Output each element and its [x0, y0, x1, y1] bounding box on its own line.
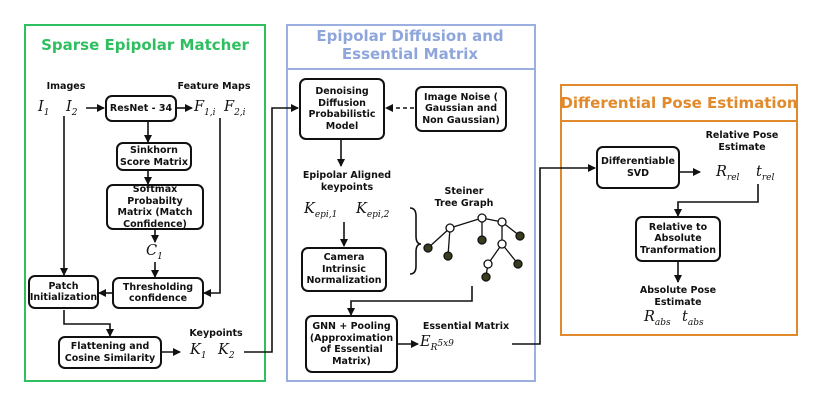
- keypoints-label: Keypoints: [189, 328, 243, 339]
- keypoints-k1: K1: [190, 342, 207, 361]
- softmax-probability-matrix-box: Softmax Probabilty Matrix (Match Confide…: [106, 184, 204, 230]
- relative-to-absolute-box: Relative to Absolute Tranformation: [635, 216, 721, 262]
- patch-initialization-box: Patch Initialization: [28, 275, 99, 309]
- camera-intrinsic-normalization-box: Camera Intrinsic Normalization: [301, 247, 387, 292]
- rotation-rel: Rrel: [716, 164, 740, 183]
- sparse-epipolar-matcher-title: Sparse Epipolar Matcher: [41, 36, 249, 54]
- sinkhorn-score-matrix-box: Sinkhorn Score Matrix: [116, 142, 192, 171]
- keypoints-kepi1: Kepi,1: [304, 201, 338, 220]
- denoising-diffusion-model-box: Denoising Diffusion Probabilistic Model: [299, 78, 385, 140]
- resnet-34-box: ResNet - 34: [105, 95, 177, 122]
- translation-abs: tabs: [682, 309, 704, 328]
- epipolar-aligned-keypoints-label: Epipolar Aligned keypoints: [302, 170, 392, 193]
- translation-rel: trel: [756, 164, 775, 183]
- flattening-cosine-similarity-box: Flattening and Cosine Similarity: [58, 336, 162, 369]
- gnn-pooling-box: GNN + Pooling (Approximation of Essentia…: [305, 315, 398, 373]
- feature-map-f1: F1,i: [194, 99, 216, 118]
- epipolar-diffusion-title: Epipolar Diffusion and Essential Matrix: [316, 27, 504, 63]
- epipolar-diffusion-panel-inner: [286, 68, 536, 382]
- essential-matrix-e: ER5x9: [420, 334, 454, 353]
- sparse-epipolar-matcher-panel: [24, 24, 266, 382]
- image-i1: I1: [38, 99, 50, 118]
- essential-matrix-label: Essential Matrix: [422, 321, 510, 332]
- relative-pose-estimate-label: Relative Pose Estimate: [705, 130, 779, 153]
- keypoints-k2: K2: [218, 342, 235, 361]
- images-label: Images: [46, 81, 86, 92]
- image-i2: I2: [66, 99, 78, 118]
- differential-pose-panel-inner: [560, 120, 798, 336]
- image-noise-box: Image Noise ( Gaussian and Non Gaussian): [415, 86, 507, 132]
- steiner-tree-graph: [423, 213, 525, 282]
- keypoints-kepi2: Kepi,2: [356, 201, 390, 220]
- rotation-abs: Rabs: [644, 309, 671, 328]
- differential-pose-title: Differential Pose Estimation: [560, 94, 798, 112]
- feature-map-f2: F2,i: [224, 99, 246, 118]
- absolute-pose-estimate-label: Absolute Pose Estimate: [639, 285, 717, 308]
- thresholding-confidence-box: Thresholding confidence: [112, 277, 204, 309]
- steiner-tree-graph-label: Steiner Tree Graph: [434, 186, 494, 209]
- confidence-c1: C1: [146, 243, 163, 262]
- feature-maps-label: Feature Maps: [177, 81, 251, 92]
- differentiable-svd-box: Differentiable SVD: [596, 146, 680, 189]
